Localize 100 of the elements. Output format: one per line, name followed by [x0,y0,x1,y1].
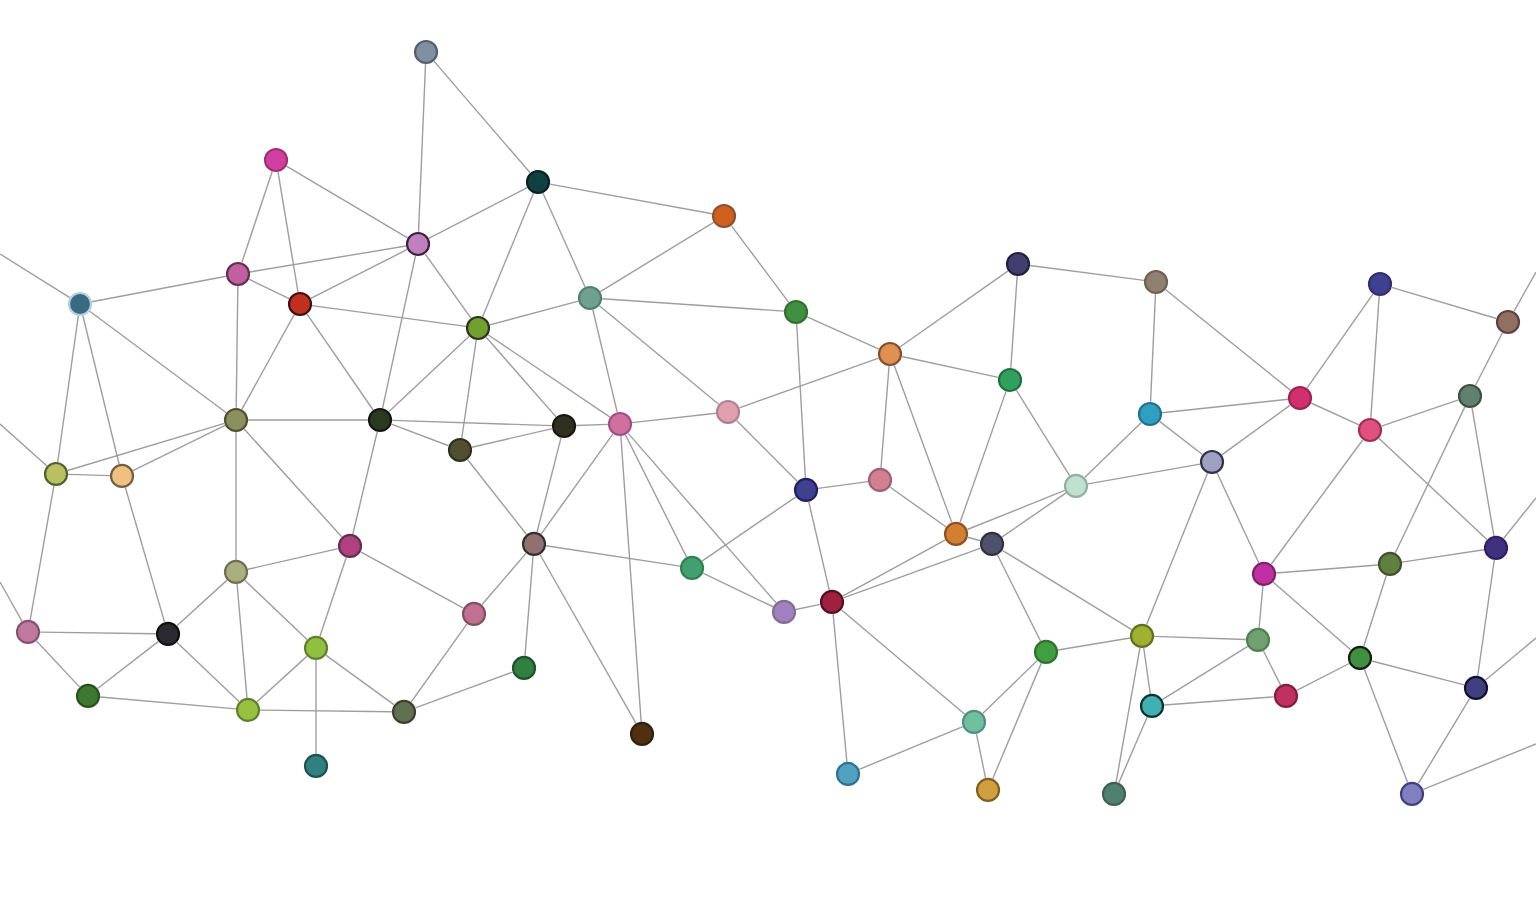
connector-line [620,435,642,723]
network-node [783,299,809,325]
network-node [1251,561,1277,587]
connector-line [808,501,830,591]
connector-line [1270,439,1364,565]
connector-line [880,365,890,469]
connector-line [285,165,409,239]
connector-line [466,458,528,536]
connector-line [1118,716,1148,784]
network-node [1143,269,1169,295]
connector-line [132,424,226,472]
network-node [961,709,987,735]
network-node [679,555,705,581]
connector-line [391,419,553,427]
network-node [263,147,289,173]
connector-line [1477,559,1495,677]
connector-line [542,192,586,288]
network-node [551,413,577,439]
connector-line [67,473,111,477]
connector-line [277,171,299,293]
network-node [413,39,439,65]
network-node [1287,385,1313,411]
connector-line [959,390,1007,524]
connector-line [899,270,1009,348]
connector-line [461,339,477,439]
connector-line [1143,647,1151,695]
connector-line [66,422,226,472]
connector-line [975,733,987,779]
connector-line [1258,585,1264,629]
connector-line [702,572,774,608]
network-node [997,367,1023,393]
connector-line [243,428,343,538]
connector-line [381,255,417,409]
connector-line [259,709,393,713]
connector-line [966,536,982,542]
connector-line [487,334,611,418]
connector-line [388,335,470,413]
network-node [975,777,1001,803]
network-node [303,753,329,779]
network-node [447,437,473,463]
connector-line [599,221,715,293]
connector-line [485,336,557,418]
connector-line [35,640,81,688]
connector-line [1275,564,1379,574]
network-node [577,285,603,311]
network-node [877,341,903,367]
connector-line [592,309,618,413]
connector-line [1378,437,1488,541]
connector-line [1371,660,1465,686]
network-node [1139,693,1165,719]
network-node [1399,781,1425,807]
connector-line [966,489,1066,531]
network-node [15,619,41,645]
network-node [235,697,261,723]
connector-line [1296,662,1350,692]
connector-line [627,432,777,604]
connector-line [315,659,317,755]
network-node [75,683,101,709]
connector-line [1306,293,1374,389]
network-node [109,463,135,489]
connector-line [1164,288,1292,392]
connector-line [1029,264,1145,282]
network-node [1005,251,1031,277]
network-node [793,477,819,503]
connector-line [598,305,720,405]
network-node [223,559,249,585]
network-node [1137,401,1163,427]
connector-line [0,581,23,623]
connector-line [575,423,609,427]
network-node [67,291,93,317]
connector-line [1363,574,1388,648]
connector-line [817,480,869,490]
connector-line [1262,650,1282,686]
connector-line [996,554,1042,642]
network-node [405,231,431,257]
connector-line [235,285,239,409]
connector-line [82,315,120,465]
network-node [367,407,393,433]
connector-line [1310,402,1360,426]
connector-line [730,224,790,303]
connector-line [1001,492,1067,538]
connector-line [247,547,339,570]
connector-line [39,631,157,635]
network-node [1273,683,1299,709]
connector-line [1380,399,1460,427]
connector-line [311,304,467,328]
connector-line [1471,407,1495,537]
connector-line [1502,497,1536,540]
connector-line [549,183,713,215]
network-node [1347,645,1373,671]
connector-line [795,603,821,611]
connector-line [29,485,55,621]
connector-line [176,579,228,627]
connector-line [1221,404,1291,456]
connector-line [536,437,562,533]
connector-line [481,552,527,606]
connector-line [359,551,465,609]
connector-line [471,428,553,448]
network-node [867,467,893,493]
network-node [521,531,547,557]
